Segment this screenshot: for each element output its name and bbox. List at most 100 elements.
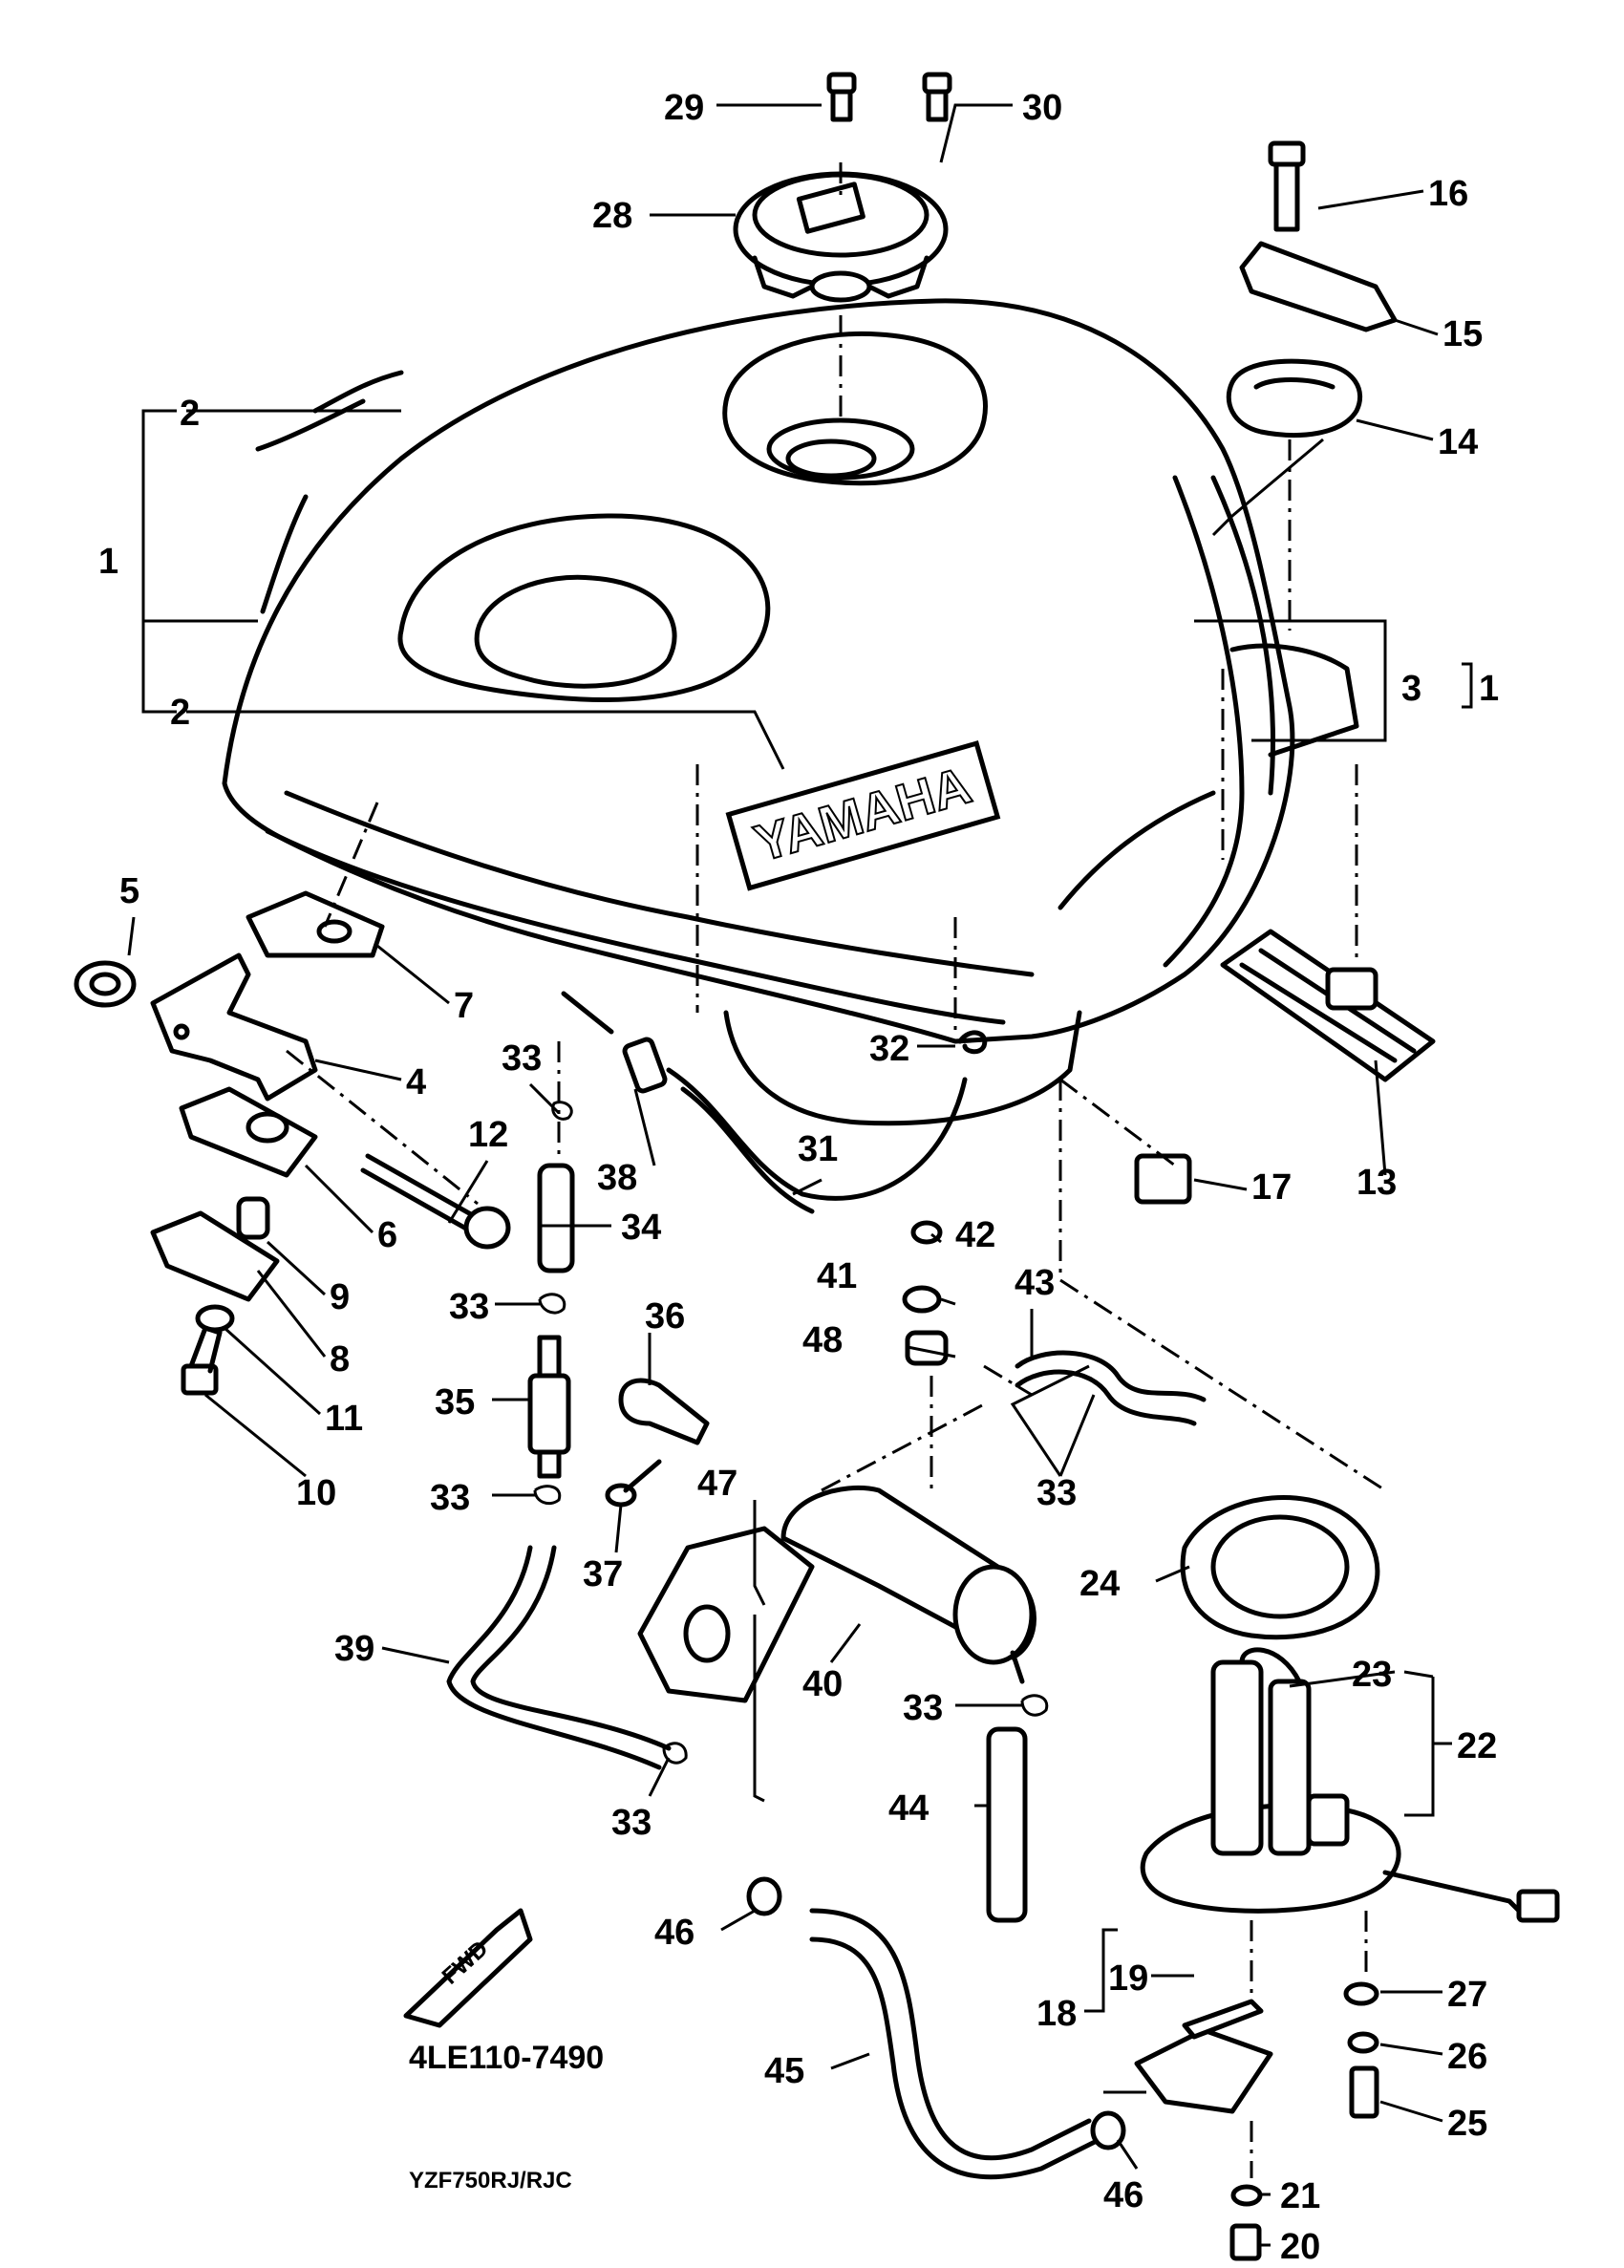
callout-33-f: 33 — [611, 1803, 652, 1843]
callout-7: 7 — [454, 986, 474, 1026]
callout-23: 23 — [1352, 1655, 1392, 1695]
pump-assembly-22 — [1140, 1659, 1560, 1923]
hose-38 — [561, 991, 668, 1094]
callout-2-bottom: 2 — [170, 693, 190, 733]
clamp-46a — [746, 1876, 782, 1916]
hose-31 — [666, 1067, 968, 1214]
callout-43: 43 — [1015, 1263, 1055, 1303]
bolt-5 — [74, 960, 137, 1008]
washer-26 — [1347, 2031, 1379, 2054]
callout-48: 48 — [802, 1320, 843, 1360]
callout-4: 4 — [406, 1062, 426, 1102]
callout-12: 12 — [468, 1115, 508, 1155]
callout-26: 26 — [1447, 2037, 1487, 2077]
bolt-16 — [1268, 140, 1306, 232]
screw-37 — [605, 1459, 662, 1508]
callout-45: 45 — [764, 2051, 804, 2091]
bolt-10 — [181, 1325, 223, 1396]
gasket-24 — [1180, 1494, 1380, 1640]
hose-45 — [809, 1908, 1101, 2180]
wires-23 — [1239, 1647, 1302, 1684]
bracket-6 — [179, 1086, 318, 1178]
callout-31: 31 — [798, 1129, 838, 1169]
collar-11 — [195, 1304, 235, 1333]
collar-41 — [902, 1285, 942, 1314]
callout-6: 6 — [377, 1215, 397, 1255]
plate-8 — [150, 1210, 280, 1302]
cap-17 — [1134, 1153, 1192, 1205]
callout-44: 44 — [888, 1788, 929, 1829]
callout-9: 9 — [330, 1277, 350, 1317]
hose-34 — [537, 1163, 575, 1273]
washer-27 — [1343, 1981, 1379, 2006]
callout-37: 37 — [583, 1554, 623, 1594]
callout-39: 39 — [334, 1629, 374, 1669]
fuel-pump-40 — [780, 1485, 1036, 1684]
callout-24: 24 — [1079, 1564, 1120, 1604]
callout-1: 1 — [98, 542, 118, 582]
callout-33-c: 33 — [430, 1478, 470, 1518]
callout-14: 14 — [1438, 422, 1478, 462]
callout-5: 5 — [119, 871, 139, 911]
callout-36: 36 — [645, 1296, 685, 1337]
bolt-12 — [360, 1153, 511, 1250]
assembly-lines — [286, 162, 1386, 2178]
callout-46-a: 46 — [654, 1913, 694, 1953]
callout-15: 15 — [1442, 314, 1483, 354]
pump-bracket-47 — [637, 1526, 815, 1703]
clamp-46b — [1090, 2110, 1126, 2150]
callout-40: 40 — [802, 1664, 843, 1704]
callout-13: 13 — [1357, 1163, 1397, 1203]
callout-47: 47 — [697, 1464, 737, 1504]
callout-33-e: 33 — [1036, 1473, 1077, 1513]
model-code-caption: YZF750RJ/RJC — [409, 2168, 572, 2193]
callout-17: 17 — [1251, 1167, 1292, 1208]
damper-13 — [1220, 929, 1436, 1082]
callout-20: 20 — [1280, 2227, 1320, 2267]
callout-3: 3 — [1401, 669, 1421, 709]
callout-19: 19 — [1108, 1958, 1148, 1999]
hose-39 — [446, 1545, 672, 1770]
callout-8: 8 — [330, 1339, 350, 1380]
callout-46-b: 46 — [1103, 2175, 1143, 2215]
filter-35 — [527, 1335, 571, 1479]
callout-29: 29 — [664, 88, 704, 128]
callout-16: 16 — [1428, 174, 1468, 214]
damper-14 — [1226, 358, 1363, 439]
callout-labels: 1 1 2 2 3 4 5 6 7 8 9 10 11 12 13 14 15 … — [98, 88, 1499, 2267]
bracket-4 — [150, 952, 318, 1102]
callout-35: 35 — [435, 1382, 475, 1423]
callout-25: 25 — [1447, 2104, 1487, 2144]
clip-32 — [957, 1030, 988, 1055]
callout-21: 21 — [1280, 2176, 1320, 2216]
part-code-caption: 4LE110-7490 — [409, 2040, 604, 2076]
callout-11: 11 — [325, 1399, 363, 1439]
callout-30: 30 — [1022, 88, 1062, 128]
hose-43 — [1015, 1350, 1207, 1426]
callout-42: 42 — [955, 1215, 995, 1255]
forward-direction-badge: FWD — [403, 1908, 533, 2028]
callout-33-d: 33 — [903, 1688, 943, 1728]
callout-38: 38 — [597, 1158, 637, 1198]
o-ring-19 — [1182, 1999, 1264, 2040]
bolt-20 — [1229, 2223, 1262, 2261]
callout-28: 28 — [592, 196, 632, 236]
filter-18 — [1134, 2027, 1273, 2114]
screw-29 — [826, 72, 857, 122]
callout-1-right: 1 — [1479, 669, 1499, 709]
callout-34: 34 — [621, 1208, 661, 1248]
collar-9 — [236, 1196, 270, 1240]
hose-44 — [986, 1726, 1028, 1923]
bracket-36 — [618, 1378, 710, 1445]
washer-21 — [1230, 2184, 1263, 2207]
plate-7 — [246, 890, 385, 958]
callout-18: 18 — [1036, 1994, 1077, 2034]
callout-27: 27 — [1447, 1975, 1487, 2015]
callout-33-a: 33 — [502, 1038, 542, 1079]
leader-lines — [127, 103, 1473, 2247]
callout-41: 41 — [817, 1256, 857, 1296]
bracket-15 — [1239, 241, 1398, 332]
callout-32: 32 — [869, 1029, 909, 1069]
bolt-25 — [1349, 2065, 1379, 2119]
